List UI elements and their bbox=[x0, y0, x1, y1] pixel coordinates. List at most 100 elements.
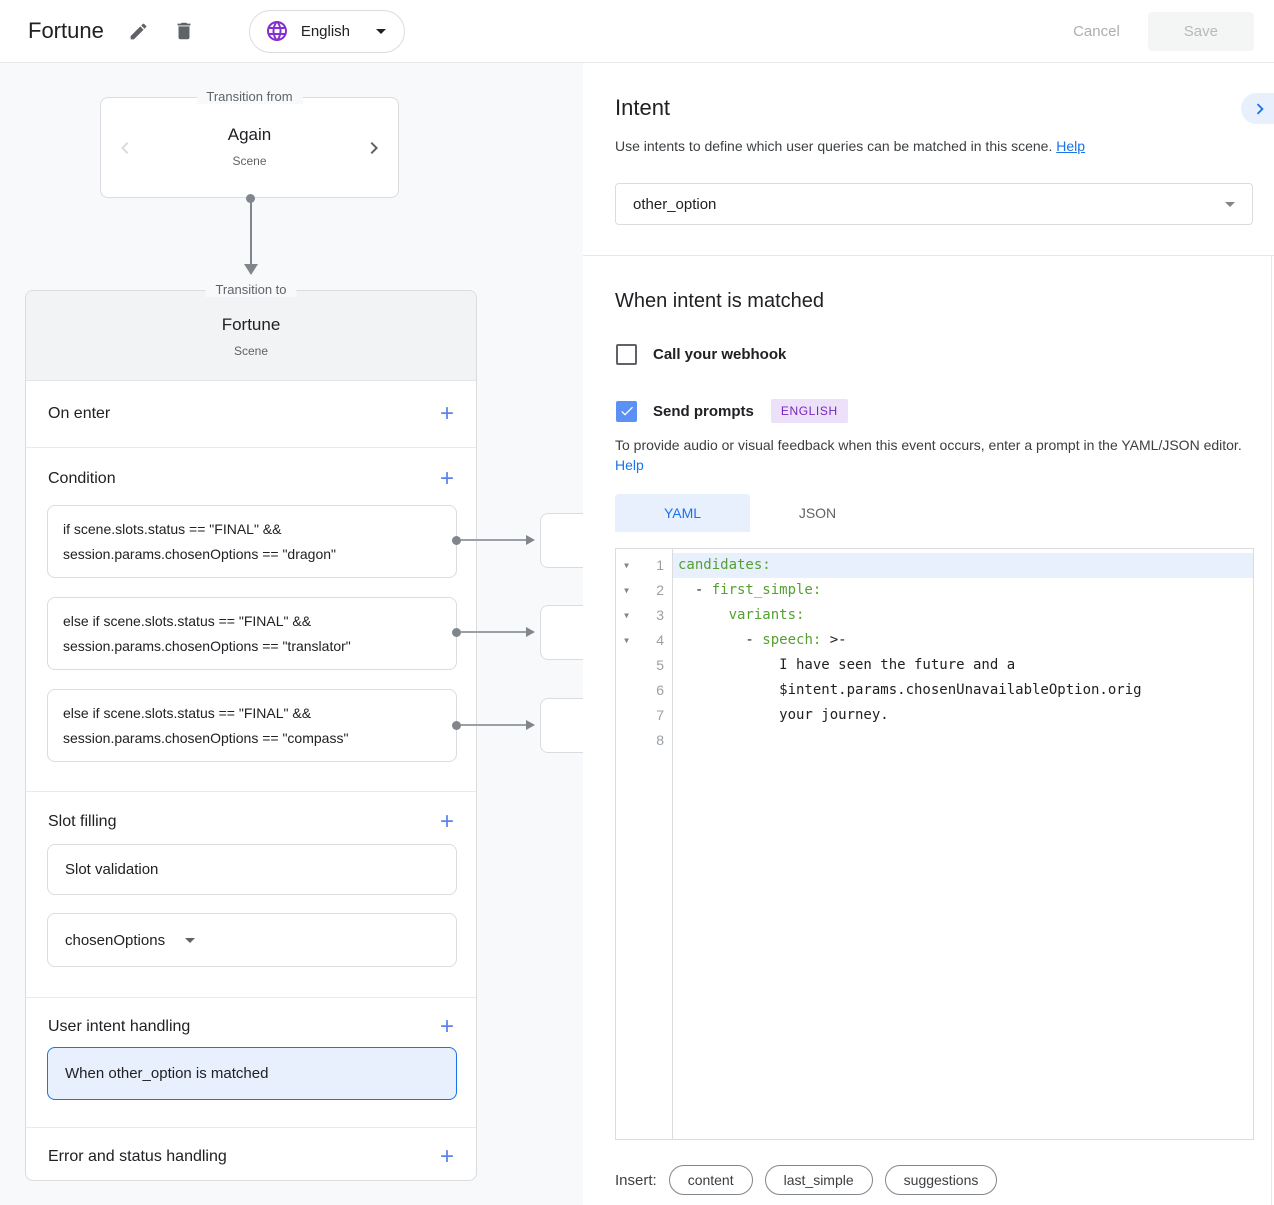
code-line: your journey. bbox=[678, 707, 889, 723]
transition-to-legend: Transition to bbox=[205, 282, 297, 297]
tab-yaml[interactable]: YAML bbox=[615, 494, 750, 532]
top-bar-actions: Cancel Save bbox=[1055, 11, 1254, 51]
editor-line[interactable]: ▼3 variants: bbox=[616, 603, 1253, 628]
editor-line[interactable]: 6 $intent.params.chosenUnavailableOption… bbox=[616, 678, 1253, 703]
chevron-right-icon bbox=[362, 136, 386, 160]
condition-section: Condition + bbox=[26, 451, 476, 507]
code-line: $intent.params.chosenUnavailableOption.o… bbox=[678, 682, 1142, 698]
intent-description-text: Use intents to define which user queries… bbox=[615, 138, 1053, 154]
next-scene-button[interactable] bbox=[362, 136, 386, 160]
panel-right-border bbox=[1271, 255, 1272, 1205]
line-number: 5 bbox=[656, 657, 664, 673]
code-line: candidates: bbox=[673, 553, 1253, 578]
add-on-enter-button[interactable]: + bbox=[439, 400, 454, 427]
chevron-down-icon bbox=[376, 28, 387, 34]
connector-line bbox=[461, 539, 528, 541]
on-enter-section: On enter + bbox=[26, 381, 476, 448]
send-prompts-row: Send prompts ENGLISH bbox=[616, 399, 848, 423]
intent-detail-panel: Intent Use intents to define which user … bbox=[583, 63, 1274, 1205]
page-title: Fortune bbox=[28, 18, 104, 43]
connector-line bbox=[461, 631, 528, 633]
condition-connector bbox=[452, 698, 583, 754]
send-prompts-checkbox[interactable] bbox=[616, 400, 637, 422]
editor-line[interactable]: 5 I have seen the future and a bbox=[616, 653, 1253, 678]
panel-divider bbox=[583, 255, 1274, 256]
prompts-help-link[interactable]: Help bbox=[615, 457, 644, 473]
pencil-icon bbox=[128, 21, 149, 42]
insert-chip[interactable]: last_simple bbox=[764, 1165, 873, 1195]
line-number: 1 bbox=[656, 557, 664, 573]
fold-icon[interactable]: ▼ bbox=[624, 561, 629, 570]
condition-text: session.params.chosenOptions == "compass… bbox=[63, 730, 349, 746]
condition-card[interactable]: if scene.slots.status == "FINAL" &&sessi… bbox=[47, 505, 457, 578]
webhook-row: Call your webhook bbox=[616, 344, 786, 365]
editor-gutter-cell: 5 bbox=[616, 653, 673, 678]
fold-icon[interactable]: ▼ bbox=[624, 611, 629, 620]
cancel-button[interactable]: Cancel bbox=[1055, 13, 1138, 50]
on-enter-label: On enter bbox=[48, 405, 111, 422]
editor-line[interactable]: 7 your journey. bbox=[616, 703, 1253, 728]
chevron-left-icon bbox=[113, 136, 137, 160]
slot-param-card[interactable]: chosenOptions bbox=[47, 913, 457, 967]
flow-connector-line bbox=[250, 202, 252, 264]
editor-gutter bbox=[616, 549, 673, 1139]
intent-dropdown[interactable]: other_option bbox=[615, 183, 1253, 225]
edit-title-button[interactable] bbox=[128, 21, 149, 42]
add-slot-button[interactable]: + bbox=[439, 808, 454, 835]
condition-card[interactable]: else if scene.slots.status == "FINAL" &&… bbox=[47, 597, 457, 670]
editor-gutter-cell: 6 bbox=[616, 678, 673, 703]
add-condition-button[interactable]: + bbox=[439, 465, 454, 492]
editor-line[interactable]: ▼2 - first_simple: bbox=[616, 578, 1253, 603]
previous-scene-button[interactable] bbox=[113, 136, 137, 160]
transition-target-box[interactable] bbox=[540, 605, 583, 660]
slot-validation-card[interactable]: Slot validation bbox=[47, 844, 457, 895]
insert-chip[interactable]: suggestions bbox=[884, 1165, 998, 1195]
intent-dropdown-value: other_option bbox=[633, 195, 717, 213]
fold-icon[interactable]: ▼ bbox=[624, 636, 629, 645]
condition-text: else if scene.slots.status == "FINAL" && bbox=[63, 613, 312, 629]
fold-icon[interactable]: ▼ bbox=[624, 586, 629, 595]
intent-handler-card-selected[interactable]: When other_option is matched bbox=[47, 1047, 457, 1100]
line-number: 6 bbox=[656, 682, 664, 698]
arrowhead-icon bbox=[526, 627, 535, 637]
scene-type: Scene bbox=[233, 344, 269, 358]
error-handling-section: Error and status handling + bbox=[26, 1129, 476, 1185]
intent-help-link[interactable]: Help bbox=[1056, 138, 1086, 154]
tab-json[interactable]: JSON bbox=[798, 505, 837, 521]
condition-card[interactable]: else if scene.slots.status == "FINAL" &&… bbox=[47, 689, 457, 762]
webhook-checkbox[interactable] bbox=[616, 344, 637, 365]
chevron-down-icon bbox=[185, 937, 196, 943]
editor-gutter-cell: ▼3 bbox=[616, 603, 673, 628]
intent-description: Use intents to define which user queries… bbox=[615, 138, 1085, 154]
code-line: I have seen the future and a bbox=[678, 657, 1016, 673]
language-selector[interactable]: English bbox=[248, 9, 406, 53]
line-number: 8 bbox=[656, 732, 664, 748]
scene-flow-panel: Transition from Again Scene Transition t… bbox=[0, 63, 583, 1205]
condition-label: Condition bbox=[48, 470, 116, 487]
condition-card-list: if scene.slots.status == "FINAL" &&sessi… bbox=[47, 505, 457, 781]
code-line: - first_simple: bbox=[678, 582, 822, 598]
user-intent-section: User intent handling + bbox=[26, 999, 476, 1055]
add-error-handler-button[interactable]: + bbox=[439, 1143, 454, 1170]
transition-target-box[interactable] bbox=[540, 698, 583, 753]
globe-icon bbox=[265, 19, 289, 43]
editor-gutter-cell: ▼1 bbox=[616, 553, 673, 578]
language-badge: ENGLISH bbox=[770, 399, 848, 423]
chevron-down-icon bbox=[1225, 201, 1235, 207]
connector-line bbox=[461, 724, 528, 726]
slot-filling-section: Slot filling + bbox=[26, 794, 476, 850]
save-button[interactable]: Save bbox=[1147, 11, 1254, 51]
transition-target-box[interactable] bbox=[540, 513, 583, 568]
editor-line[interactable]: 8 bbox=[616, 728, 1253, 753]
delete-scene-button[interactable] bbox=[173, 20, 195, 42]
transition-from-box[interactable]: Transition from Again Scene bbox=[100, 89, 399, 198]
add-user-intent-button[interactable]: + bbox=[439, 1013, 454, 1040]
chevron-right-icon bbox=[1249, 98, 1271, 120]
insert-chip[interactable]: content bbox=[668, 1165, 753, 1195]
collapse-panel-button[interactable] bbox=[1241, 93, 1274, 124]
editor-line[interactable]: ▼4 - speech: >- bbox=[616, 628, 1253, 653]
